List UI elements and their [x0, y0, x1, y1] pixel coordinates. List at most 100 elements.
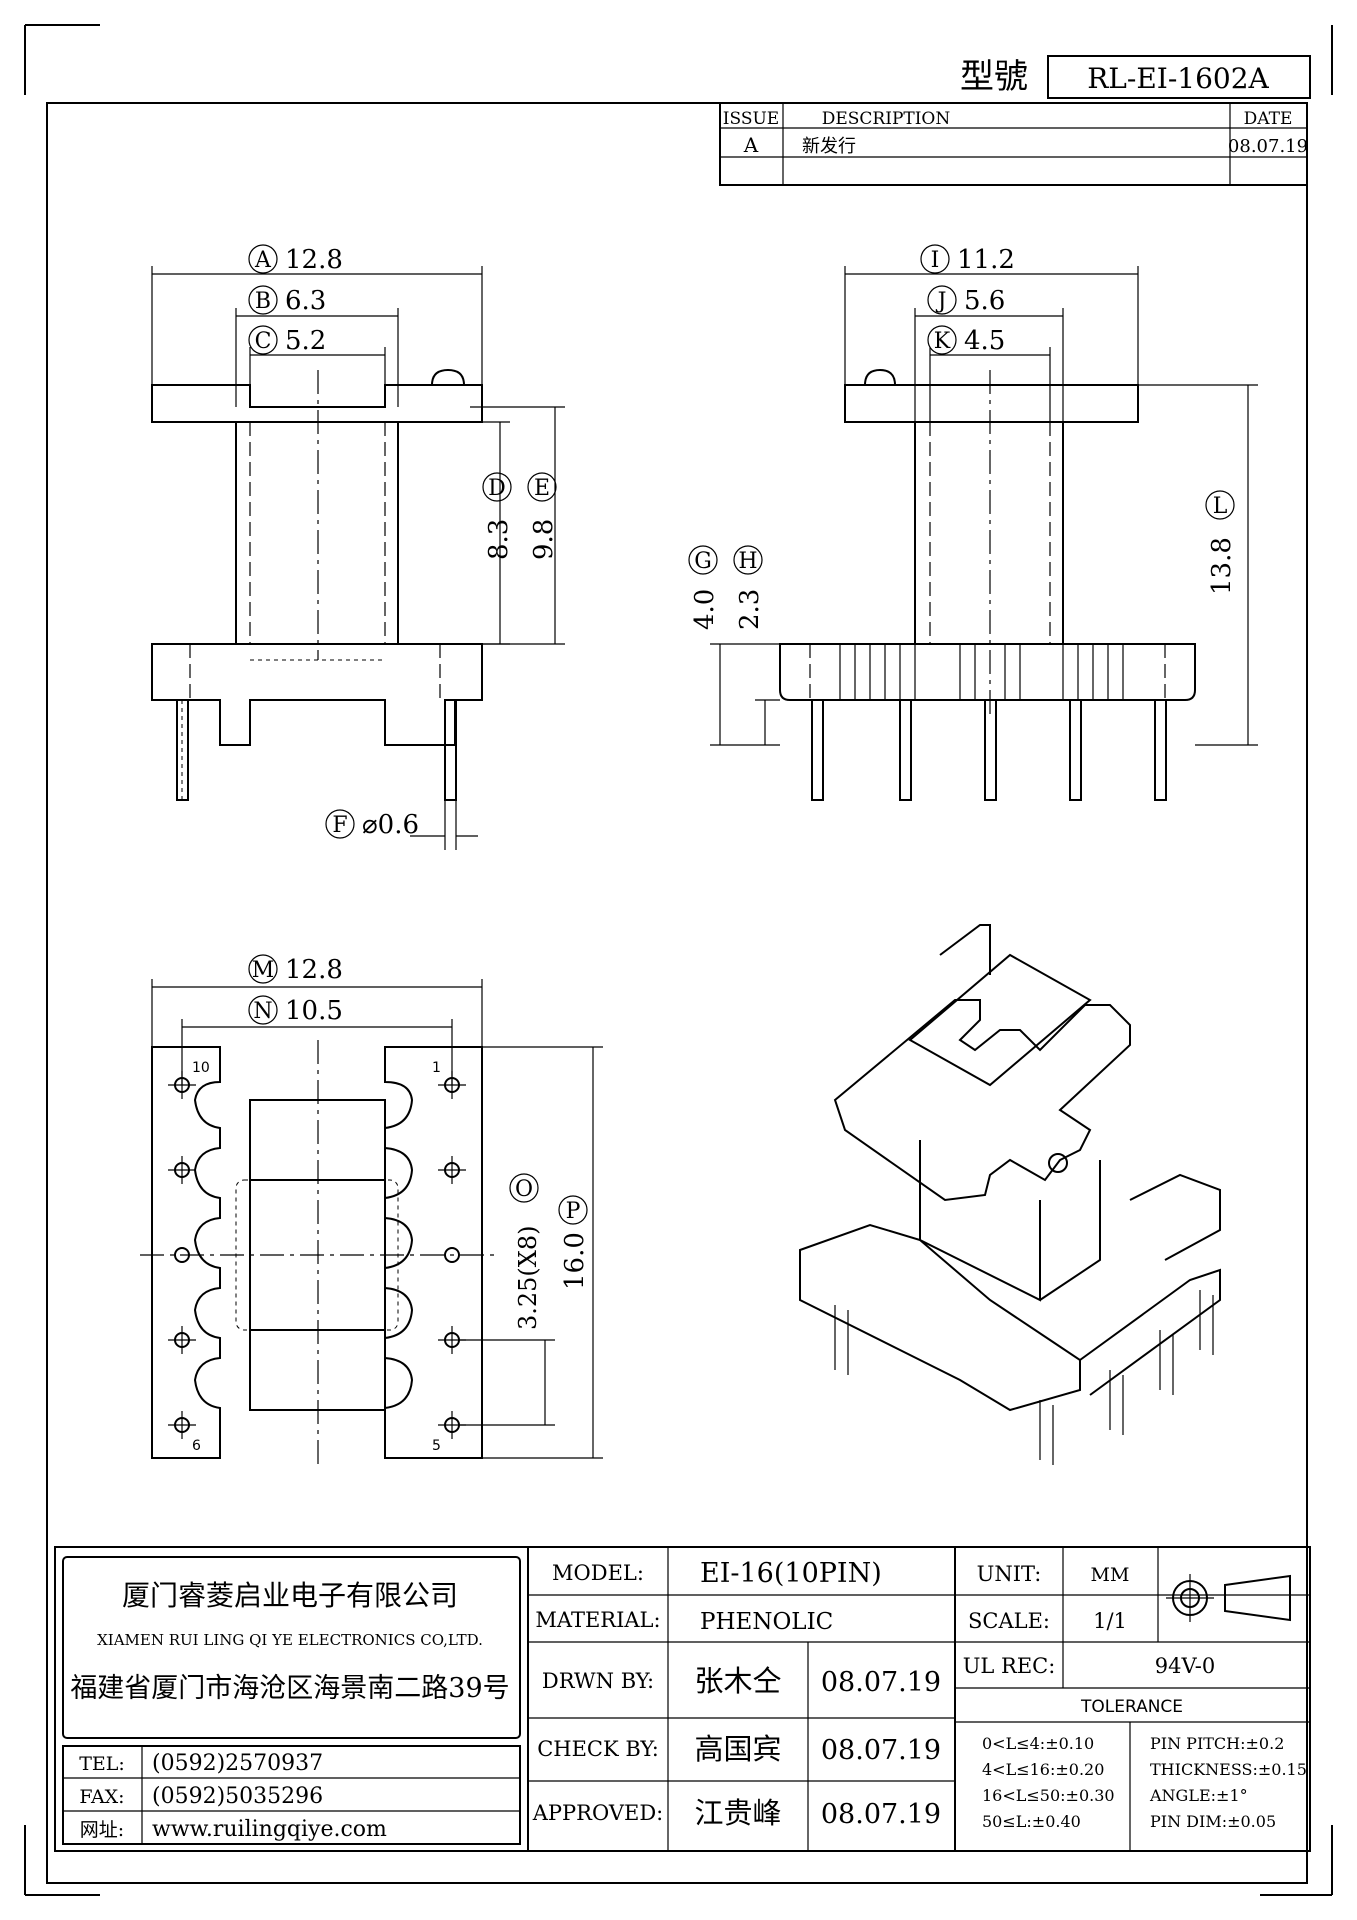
svg-text:K: K: [934, 329, 951, 354]
front-view: [151, 368, 483, 801]
title-block: [54, 1546, 1311, 1852]
pin-label-1: 1: [432, 1060, 441, 1076]
model-no: RL-EI-1602A: [1087, 62, 1269, 95]
approved-label: APPROVED:: [532, 1801, 664, 1825]
svg-text:M: M: [252, 958, 275, 983]
dim-A: A 12.8: [248, 244, 343, 275]
material-value: PHENOLIC: [700, 1609, 833, 1635]
pin-label-5: 5: [432, 1438, 441, 1454]
svg-text:13.8: 13.8: [1207, 537, 1237, 595]
svg-text:12.8: 12.8: [285, 955, 343, 985]
isometric-view: [799, 924, 1221, 1465]
svg-text:G: G: [694, 549, 712, 574]
rev-header-issue: ISSUE: [723, 109, 779, 129]
company-name-en: XIAMEN RUI LING QI YE ELECTRONICS CO,LTD…: [97, 1631, 483, 1649]
tol-other-3: PIN DIM:±0.05: [1150, 1812, 1276, 1831]
pin-label-6: 6: [192, 1438, 201, 1454]
dim-L: L 13.8: [1205, 490, 1237, 595]
svg-text:F: F: [332, 813, 347, 838]
svg-text:N: N: [253, 999, 272, 1024]
dim-D: D8.3: [482, 472, 514, 560]
dim-H: H 2.3: [733, 545, 765, 630]
revision-table: ISSUE DESCRIPTION DATE A 新发行 08.07.19: [719, 102, 1308, 186]
rev-date-a: 08.07.19: [1228, 136, 1308, 157]
rev-issue-a: A: [743, 133, 759, 157]
dim-F: F ⌀0.6: [325, 809, 419, 840]
dim-N: N 10.5: [248, 995, 343, 1026]
svg-text:3.25(X8): 3.25(X8): [514, 1225, 542, 1330]
svg-text:2.3: 2.3: [735, 589, 765, 630]
dim-G: G 4.0: [688, 545, 720, 630]
svg-text:11.2: 11.2: [957, 245, 1015, 275]
company-address: 福建省厦门市海沧区海景南二路39号: [70, 1673, 509, 1704]
svg-text:L: L: [1213, 494, 1228, 519]
svg-text:6.3: 6.3: [285, 286, 326, 316]
ul-value: 94V-0: [1155, 1654, 1215, 1678]
front-dims: [151, 266, 565, 850]
svg-text:I: I: [931, 248, 940, 273]
bottom-dims: [151, 979, 603, 1459]
model-value: EI-16(10PIN): [700, 1558, 882, 1589]
svg-text:4.5: 4.5: [964, 326, 1005, 356]
drawn-date: 08.07.19: [821, 1667, 941, 1698]
dim-J: J 5.6: [927, 285, 1005, 316]
model-no-box: [1047, 55, 1311, 99]
fax-label: FAX:: [79, 1786, 124, 1808]
tol-other-2: ANGLE:±1°: [1149, 1786, 1248, 1805]
svg-text:D: D: [488, 476, 506, 501]
company-name-cn: 厦门睿菱启业电子有限公司: [122, 1579, 458, 1612]
tol-other-0: PIN PITCH:±0.2: [1150, 1734, 1284, 1753]
svg-text:12.8: 12.8: [285, 245, 343, 275]
drawn-label: DRWN BY:: [542, 1669, 654, 1693]
pin-label-10: 10: [192, 1060, 210, 1076]
check-by: 高国宾: [694, 1732, 781, 1766]
model-label: MODEL:: [552, 1561, 644, 1585]
tolerance-title: TOLERANCE: [1080, 1697, 1183, 1717]
dim-O: O3.25(X8): [509, 1173, 542, 1330]
dim-I: I 11.2: [920, 244, 1015, 275]
web-label: 网址:: [80, 1819, 124, 1841]
side-dims: [710, 266, 1258, 746]
svg-text:E: E: [534, 476, 550, 501]
scale-label: SCALE:: [968, 1609, 1050, 1633]
web-value: www.ruilingqiye.com: [152, 1817, 387, 1842]
dim-C: C 5.2: [248, 325, 326, 356]
check-date: 08.07.19: [821, 1735, 941, 1766]
svg-text:4.0: 4.0: [690, 589, 720, 630]
svg-text:5.6: 5.6: [964, 286, 1005, 316]
svg-text:J: J: [936, 289, 947, 314]
ul-label: UL REC:: [963, 1654, 1056, 1678]
svg-text:16.0: 16.0: [560, 1232, 590, 1290]
svg-text:5.2: 5.2: [285, 326, 326, 356]
dim-E: E 9.8: [527, 472, 559, 560]
dim-M: M 12.8: [248, 954, 343, 985]
unit-value: MM: [1091, 1564, 1130, 1586]
tol-length-1: 4<L≤16:±0.20: [982, 1760, 1104, 1779]
approved-date: 08.07.19: [821, 1799, 941, 1830]
rev-desc-a: 新发行: [802, 136, 856, 157]
drawn-by: 张木仝: [694, 1664, 781, 1698]
tol-length-3: 50≤L:±0.40: [982, 1812, 1081, 1831]
dim-K: K 4.5: [927, 325, 1005, 356]
unit-label: UNIT:: [977, 1562, 1042, 1586]
approved-by: 江贵峰: [694, 1796, 781, 1830]
model-no-label: 型號: [960, 57, 1028, 97]
bottom-view: 10 1 6 5: [140, 1040, 500, 1470]
svg-text:⌀0.6: ⌀0.6: [362, 810, 419, 840]
svg-text:C: C: [255, 329, 272, 354]
side-view: [779, 368, 1196, 801]
svg-text:A: A: [254, 248, 272, 273]
tol-length-2: 16<L≤50:±0.30: [982, 1786, 1115, 1805]
svg-text:10.5: 10.5: [285, 996, 343, 1026]
drawing-frame: [46, 102, 1308, 1884]
svg-text:P: P: [566, 1199, 581, 1224]
rev-header-description: DESCRIPTION: [822, 109, 951, 129]
tol-length-0: 0<L≤4:±0.10: [982, 1734, 1094, 1753]
svg-text:H: H: [738, 549, 757, 574]
tol-other-1: THICKNESS:±0.15: [1150, 1760, 1307, 1779]
svg-text:9.8: 9.8: [529, 519, 559, 560]
rev-header-date: DATE: [1244, 109, 1293, 129]
